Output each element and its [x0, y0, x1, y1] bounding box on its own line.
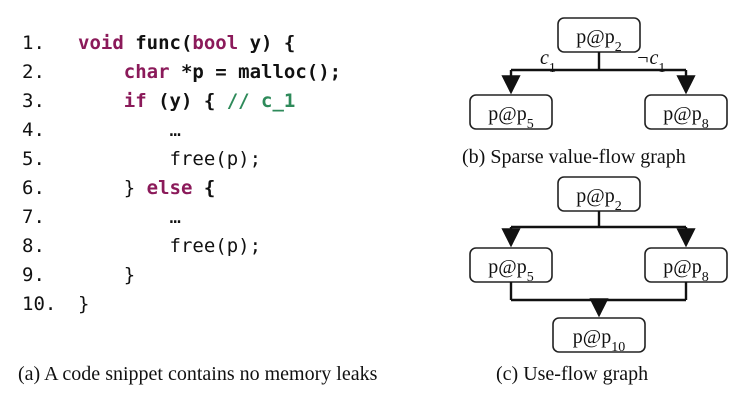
code-token: }	[78, 264, 136, 286]
node-c-right: p@p8	[644, 247, 728, 285]
line-number: 4.	[22, 119, 45, 141]
code-token: bool	[192, 32, 239, 54]
code-token: y) {	[238, 32, 296, 54]
svg-text:p@p2: p@p2	[576, 26, 621, 55]
line-number: 5.	[22, 148, 45, 170]
code-line: 7. …	[22, 204, 181, 230]
code-line: 8. free(p);	[22, 233, 261, 259]
use-flow-graph: p@p2 p@p5 p@p8 p@p10	[469, 176, 728, 355]
code-token: if	[123, 90, 147, 112]
code-token: *p = malloc();	[169, 61, 342, 83]
line-number: 6.	[22, 177, 45, 199]
caption-a: (a) A code snippet contains no memory le…	[18, 363, 378, 385]
code-line: 4. …	[22, 117, 181, 143]
code-token: (y) {	[146, 90, 227, 112]
node-b-right: p@p8	[644, 94, 728, 132]
edge-label-c1: c1	[540, 47, 556, 76]
svg-text:p@p8: p@p8	[663, 256, 708, 285]
code-token: char	[123, 61, 170, 83]
code-line: 2. char *p = malloc();	[22, 59, 341, 85]
node-b-left: p@p5	[469, 94, 553, 132]
code-line: 1. void func(bool y) {	[22, 30, 295, 56]
code-token: // c_1	[226, 90, 296, 112]
edge-label-not-c1: ¬c1	[636, 47, 665, 76]
code-line: 3. if (y) { // c_1	[22, 88, 295, 114]
line-number: 8.	[22, 235, 45, 257]
code-line: 9. }	[22, 262, 135, 288]
caption-c: (c) Use-flow graph	[496, 363, 649, 385]
code-token: free(p);	[78, 148, 262, 170]
line-number: 9.	[22, 264, 45, 286]
node-c-bottom: p@p10	[552, 317, 646, 355]
svg-text:p@p5: p@p5	[488, 103, 533, 132]
code-token: …	[78, 119, 181, 141]
node-c-root: p@p2	[557, 176, 641, 214]
code-line: 6. } else {	[22, 175, 215, 201]
code-token: void	[78, 32, 136, 54]
code-token: else	[146, 177, 193, 199]
sparse-value-flow-graph: p@p2 c1 ¬c1 p@p5 p@p8	[469, 17, 728, 132]
code-token: …	[78, 206, 181, 228]
line-number: 3.	[22, 90, 45, 112]
line-number: 7.	[22, 206, 45, 228]
node-b-root: p@p2	[557, 17, 641, 55]
line-number: 10.	[22, 293, 57, 315]
svg-text:p@p2: p@p2	[576, 185, 621, 214]
code-line: 5. free(p);	[22, 146, 261, 172]
code-token: }	[78, 177, 147, 199]
code-token: func(	[135, 32, 193, 54]
svg-text:p@p10: p@p10	[573, 326, 625, 355]
line-number: 2.	[22, 61, 45, 83]
node-c-left: p@p5	[469, 247, 553, 285]
svg-text:p@p8: p@p8	[663, 103, 708, 132]
code-token: free(p);	[78, 235, 262, 257]
code-token: }	[78, 293, 90, 315]
code-token: {	[192, 177, 216, 199]
code-line: 10.}	[22, 291, 89, 317]
caption-b: (b) Sparse value-flow graph	[462, 146, 686, 168]
line-number: 1.	[22, 32, 45, 54]
svg-text:p@p5: p@p5	[488, 256, 533, 285]
